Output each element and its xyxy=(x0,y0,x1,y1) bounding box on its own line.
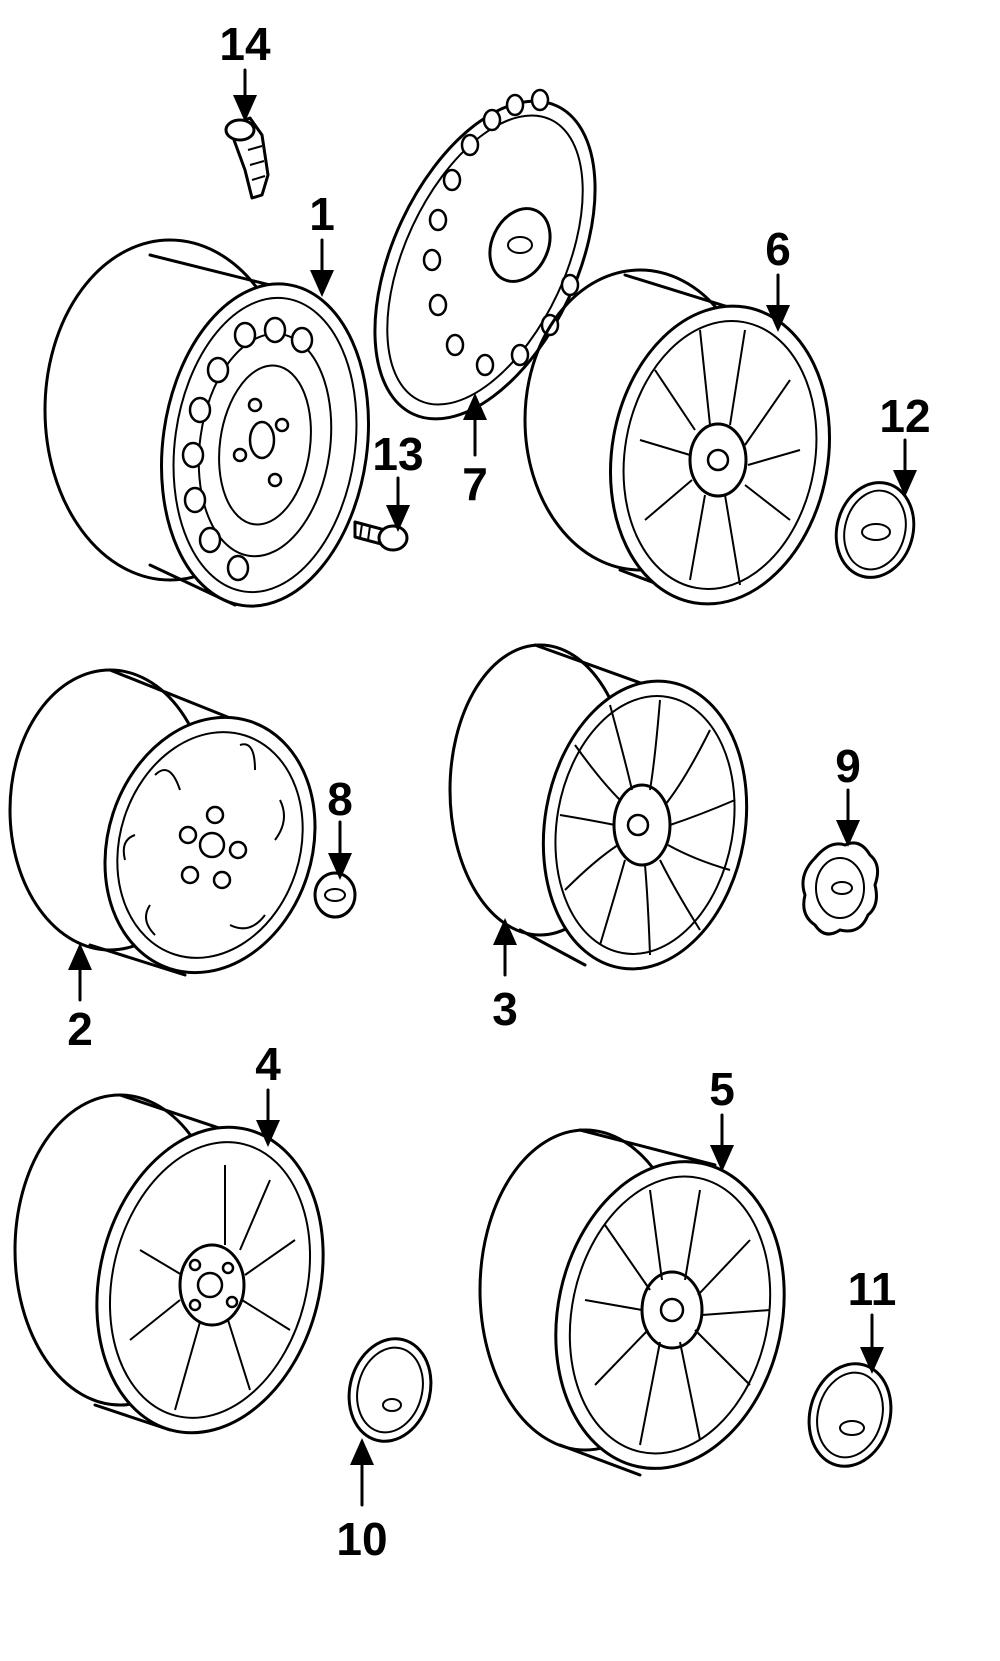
callout-3: 3 xyxy=(492,983,518,1035)
alloy-wheel-4 xyxy=(13,1093,325,1435)
center-cap-9 xyxy=(801,841,880,936)
alloy-wheel-6 xyxy=(523,268,832,606)
center-cap-12 xyxy=(834,481,916,579)
callout-6: 6 xyxy=(765,223,791,275)
callout-14: 14 xyxy=(219,18,271,70)
callout-12: 12 xyxy=(879,390,930,442)
callout-4: 4 xyxy=(255,1038,281,1090)
alloy-wheel-3 xyxy=(448,643,749,971)
callout-2: 2 xyxy=(67,1003,93,1055)
callout-9: 9 xyxy=(835,740,861,792)
callout-1: 1 xyxy=(309,188,335,240)
callout-7: 7 xyxy=(462,458,488,510)
wheel-bolt xyxy=(353,520,409,552)
callout-5: 5 xyxy=(709,1063,735,1115)
valve-stem xyxy=(224,116,270,200)
callout-10: 10 xyxy=(336,1513,387,1565)
center-cap-11 xyxy=(807,1362,893,1468)
steel-wheel xyxy=(43,238,370,608)
callout-8: 8 xyxy=(327,773,353,825)
wheel-cover xyxy=(373,88,597,421)
callout-11: 11 xyxy=(848,1263,897,1315)
center-cap-8 xyxy=(313,871,357,919)
alloy-wheel-5 xyxy=(478,1128,786,1477)
center-cap-10 xyxy=(347,1337,433,1443)
alloy-wheel-2 xyxy=(8,668,317,977)
callout-13: 13 xyxy=(372,428,423,480)
